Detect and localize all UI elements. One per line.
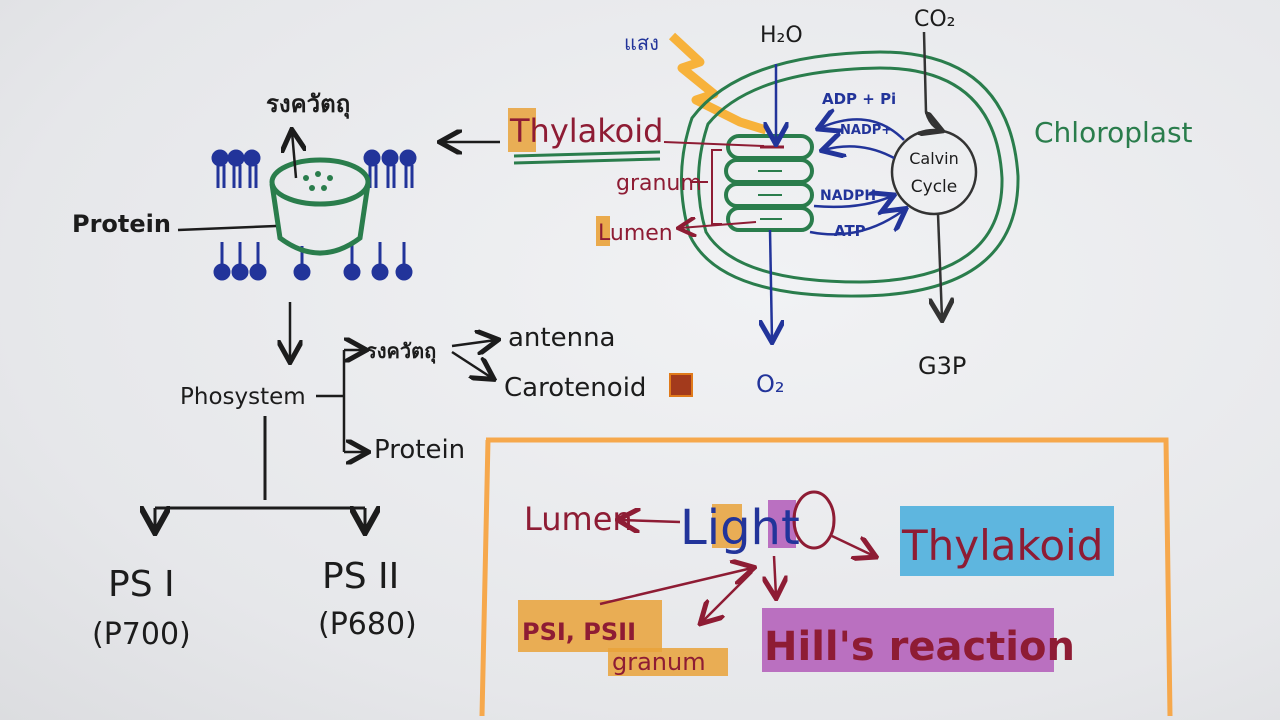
- membrane-diagram: [177, 132, 417, 281]
- phospholipids-bottom: [213, 242, 413, 281]
- light-t-circle: [792, 490, 836, 550]
- adp-pi-label: ADP + Pi: [822, 90, 896, 108]
- g3p-label: G3P: [918, 352, 966, 380]
- pigment-pointer: [292, 132, 296, 179]
- lumen-pointer: [680, 222, 757, 228]
- phospholipids-top: [211, 149, 417, 188]
- chloroplast-envelope: [680, 50, 1020, 298]
- carotenoid-color-swatch: [669, 373, 693, 397]
- chloroplast-label: Chloroplast: [1034, 116, 1193, 149]
- pigment-label: รงควัตถุ: [266, 90, 350, 120]
- thylakoid-pointer: [663, 141, 765, 147]
- protein-pointer: [177, 224, 277, 232]
- o2-arrow: [770, 229, 772, 340]
- light-to-thylakoid-arrow: [831, 534, 874, 556]
- o2-label: O₂: [756, 370, 785, 398]
- ps2-label: PS II: [322, 556, 399, 597]
- atp-label: ATP: [834, 222, 866, 240]
- co2-arrow: [924, 31, 940, 130]
- summary-granum: granum: [612, 648, 706, 676]
- granum-stack: [724, 134, 814, 232]
- calvin-line2: Cycle: [911, 177, 957, 197]
- branch-pigment-label: รงควัตถุ: [366, 339, 436, 364]
- h2o-label: H₂O: [760, 23, 803, 48]
- g3p-arrow: [938, 213, 942, 318]
- thylakoid-label: Thylakoid: [509, 112, 663, 150]
- light-label: แสง: [624, 31, 659, 55]
- ps1-sub-label: (P700): [92, 617, 191, 652]
- summary-thylakoid: Thylakoid: [901, 521, 1103, 570]
- calvin-cycle-circle: [890, 128, 978, 216]
- branch-protein-label: Protein: [374, 435, 465, 465]
- carotenoid-label: Carotenoid: [504, 373, 646, 403]
- protein-complex: [269, 157, 371, 256]
- granum-bracket: [711, 149, 722, 225]
- granum-inner-lines: [758, 145, 784, 220]
- ps-tree: [155, 416, 365, 530]
- summary-highlights: [518, 500, 1114, 676]
- granum-label: granum: [616, 171, 702, 196]
- nadp-plus-label: NADP+: [840, 123, 892, 138]
- summary-light: Light: [680, 500, 800, 556]
- calvin-line1: Calvin: [909, 149, 958, 168]
- light-ray: [668, 32, 768, 135]
- pigment-dots: [303, 171, 333, 191]
- thylakoid-highlight: [508, 108, 536, 152]
- light-to-hills-arrow: [774, 555, 776, 596]
- summary-lumen: Lumen: [524, 500, 633, 538]
- light-to-lumen-arrow: [620, 520, 681, 522]
- light-to-granum-arrow: [702, 571, 753, 622]
- cycle-arrows: [809, 119, 904, 236]
- phosystem-branch: [316, 340, 496, 452]
- nadph-label: NADPH: [820, 188, 876, 204]
- antenna-label: antenna: [508, 323, 616, 353]
- summary-box: [479, 437, 1173, 717]
- lumen-highlight: [596, 216, 610, 246]
- summary-hills: Hill's reaction: [764, 624, 1075, 670]
- thylakoid-underline: [513, 150, 661, 165]
- ps2-sub-label: (P680): [318, 607, 417, 642]
- protein-label: Protein: [72, 210, 171, 238]
- phosystem-label: Phosystem: [180, 384, 306, 410]
- lumen-label: Lumen: [598, 221, 673, 246]
- summary-ps: PSI, PSII: [522, 618, 636, 646]
- ps-to-light-arrow: [599, 568, 752, 606]
- ps1-label: PS I: [108, 564, 175, 605]
- co2-label: CO₂: [914, 7, 956, 32]
